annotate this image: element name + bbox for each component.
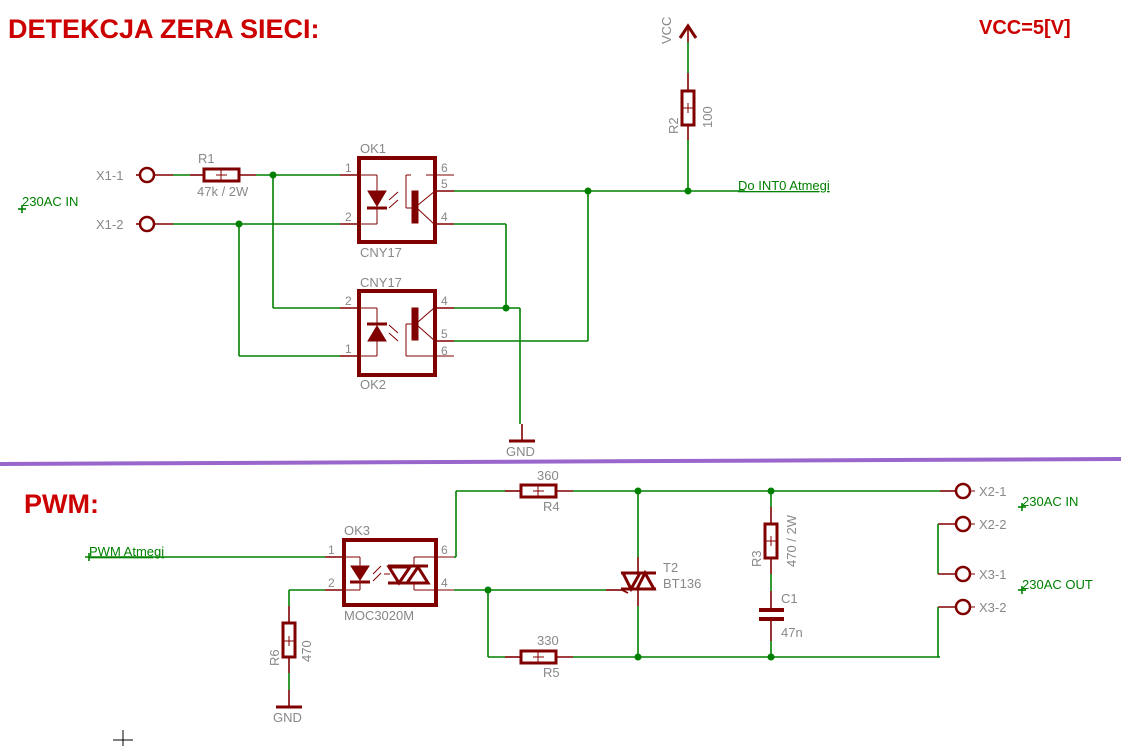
r2-value: 100 [700, 106, 715, 128]
ok3-pin: 2 [328, 576, 335, 590]
ok2-pin: 1 [345, 342, 352, 356]
optocoupler-ok3[interactable] [325, 538, 454, 607]
resistor-r1[interactable] [202, 167, 241, 183]
junction [269, 171, 277, 179]
resistor-r3[interactable] [763, 522, 779, 560]
ok1-name: OK1 [360, 141, 386, 156]
x1-2-label: X1-2 [96, 217, 123, 232]
x3-2-label: X3-2 [979, 600, 1006, 615]
zero-detect-title: DETEKCJA ZERA SIECI: [8, 14, 320, 44]
c1-name: C1 [781, 591, 798, 606]
ok3-pin: 6 [441, 543, 448, 557]
junction [502, 304, 510, 312]
r6-name: R6 [267, 649, 282, 666]
optocoupler-ok1[interactable] [340, 156, 454, 244]
ok2-name: OK2 [360, 377, 386, 392]
connector-x1-2[interactable] [138, 215, 156, 233]
r5-value: 330 [537, 633, 559, 648]
connector-x2-2[interactable] [954, 515, 972, 533]
r3-value: 470 / 2W [784, 514, 799, 567]
gnd2-label: GND [273, 710, 302, 725]
ok2-value: CNY17 [360, 275, 402, 290]
net-int0: Do INT0 Atmegi [738, 178, 830, 193]
connector-x3-1[interactable] [954, 565, 972, 583]
ok3-name: OK3 [344, 523, 370, 538]
net-230ac-out-right: 230AC OUT [1022, 577, 1093, 592]
net-230ac-in-top: 230AC IN [22, 194, 78, 209]
r3-name: R3 [749, 550, 764, 567]
gnd-symbol [509, 424, 535, 443]
net-230ac-in-right: 230AC IN [1022, 494, 1078, 509]
ok1-pin: 2 [345, 210, 352, 224]
ok1-pin: 6 [441, 161, 448, 175]
x3-1-label: X3-1 [979, 567, 1006, 582]
junction [767, 487, 775, 495]
ok1-pin: 4 [441, 210, 448, 224]
ok1-value: CNY17 [360, 245, 402, 260]
junction [684, 187, 692, 195]
r4-value: 360 [537, 468, 559, 483]
resistor-r5[interactable] [519, 649, 558, 665]
junction [634, 653, 642, 661]
junction [484, 586, 492, 594]
resistor-r6[interactable] [281, 621, 297, 659]
junction [235, 220, 243, 228]
r2-name: R2 [666, 117, 681, 134]
resistor-r2[interactable] [680, 89, 696, 140]
x2-2-label: X2-2 [979, 517, 1006, 532]
c1-value: 47n [781, 625, 803, 640]
section-separator [0, 457, 1121, 466]
capacitor-c1[interactable] [759, 608, 784, 621]
ok2-pin: 2 [345, 294, 352, 308]
junction [767, 653, 775, 661]
ok2-pin: 5 [441, 327, 448, 341]
ok2-pin: 6 [441, 344, 448, 358]
ok3-pin: 4 [441, 576, 448, 590]
ok2-pin: 4 [441, 294, 448, 308]
junction [584, 187, 592, 195]
connector-x3-2[interactable] [954, 598, 972, 616]
vcc-label: VCC [659, 17, 674, 44]
vcc-note: VCC=5[V] [979, 17, 1071, 39]
r5-name: R5 [543, 665, 560, 680]
t2-value: BT136 [663, 576, 701, 591]
ok1-pin: 5 [441, 177, 448, 191]
x2-1-label: X2-1 [979, 484, 1006, 499]
optocoupler-ok2[interactable] [340, 289, 454, 377]
x1-1-label: X1-1 [96, 168, 123, 183]
r6-value: 470 [299, 640, 314, 662]
r4-name: R4 [543, 499, 560, 514]
pwm-title: PWM: [24, 489, 99, 519]
r1-value: 47k / 2W [197, 184, 249, 199]
r1-name: R1 [198, 151, 215, 166]
resistor-r4[interactable] [519, 483, 558, 499]
connector-x2-1[interactable] [954, 482, 972, 500]
gnd1-label: GND [506, 444, 535, 459]
origin-cross-icon [113, 730, 133, 746]
ok1-pin: 1 [345, 161, 352, 175]
ok3-pin: 1 [328, 543, 335, 557]
connector-x1-1[interactable] [138, 166, 156, 184]
net-pwm-in: PWM Atmegi [89, 544, 164, 559]
junction [634, 487, 642, 495]
vcc-symbol [678, 23, 698, 90]
ok3-value: MOC3020M [344, 608, 414, 623]
t2-name: T2 [663, 560, 678, 575]
